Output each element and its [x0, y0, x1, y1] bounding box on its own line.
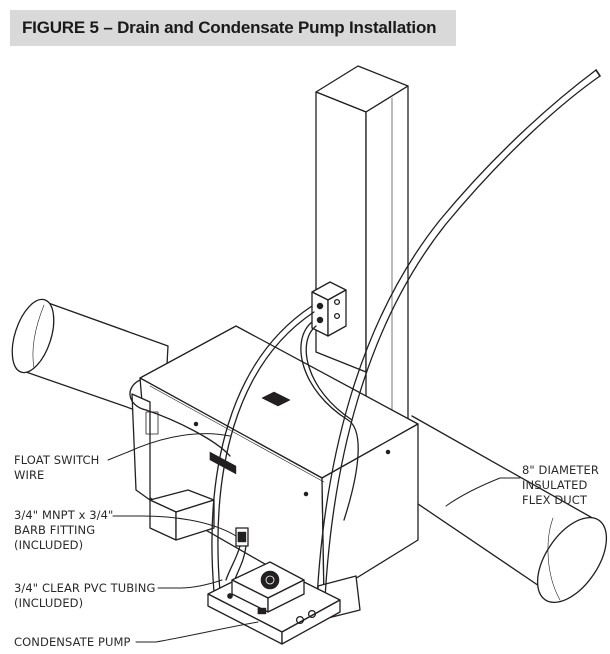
flex-duct-left — [11, 298, 169, 421]
float-switch-label-line-1: FLOAT SWITCH — [14, 453, 100, 467]
barb-fitting-label-line-2: BARB FITTING — [14, 523, 96, 537]
figure-title: FIGURE 5 – Drain and Condensate Pump Ins… — [22, 18, 437, 37]
pvc-tubing-label-line-1: 3/4" CLEAR PVC TUBING — [14, 581, 156, 595]
barb-fitting — [235, 527, 249, 547]
condensate-pump-label-line-1: CONDENSATE PUMP — [14, 635, 131, 649]
pvc-tubing-label: 3/4" CLEAR PVC TUBING (INCLUDED) — [14, 581, 156, 611]
float-switch-label-line-2: WIRE — [14, 468, 45, 482]
flex-duct-label-line-3: FLEX DUCT — [522, 493, 588, 507]
junction-box — [311, 281, 347, 337]
power-conduit — [315, 69, 601, 621]
condensate-pump — [207, 561, 341, 645]
barb-fitting-label-line-3: (INCLUDED) — [14, 538, 84, 552]
pvc-tubing-label-line-2: (INCLUDED) — [14, 596, 84, 610]
barb-fitting-label-line-1: 3/4" MNPT x 3/4" — [14, 508, 114, 522]
flex-duct-label: 8" DIAMETER INSULATED FLEX DUCT — [522, 463, 599, 508]
flex-duct-label-line-2: INSULATED — [522, 478, 588, 492]
flex-duct-label-line-1: 8" DIAMETER — [522, 463, 599, 477]
unit-cabinet — [131, 325, 419, 599]
condensate-pump-label: CONDENSATE PUMP — [14, 635, 131, 650]
junction-wires — [211, 305, 359, 593]
barb-fitting-label: 3/4" MNPT x 3/4" BARB FITTING (INCLUDED) — [14, 508, 113, 553]
float-switch-wire — [129, 379, 231, 457]
leader-lines — [107, 433, 521, 643]
float-switch-label: FLOAT SWITCH WIRE — [14, 453, 99, 483]
figure-title-bar: FIGURE 5 – Drain and Condensate Pump Ins… — [10, 10, 456, 46]
